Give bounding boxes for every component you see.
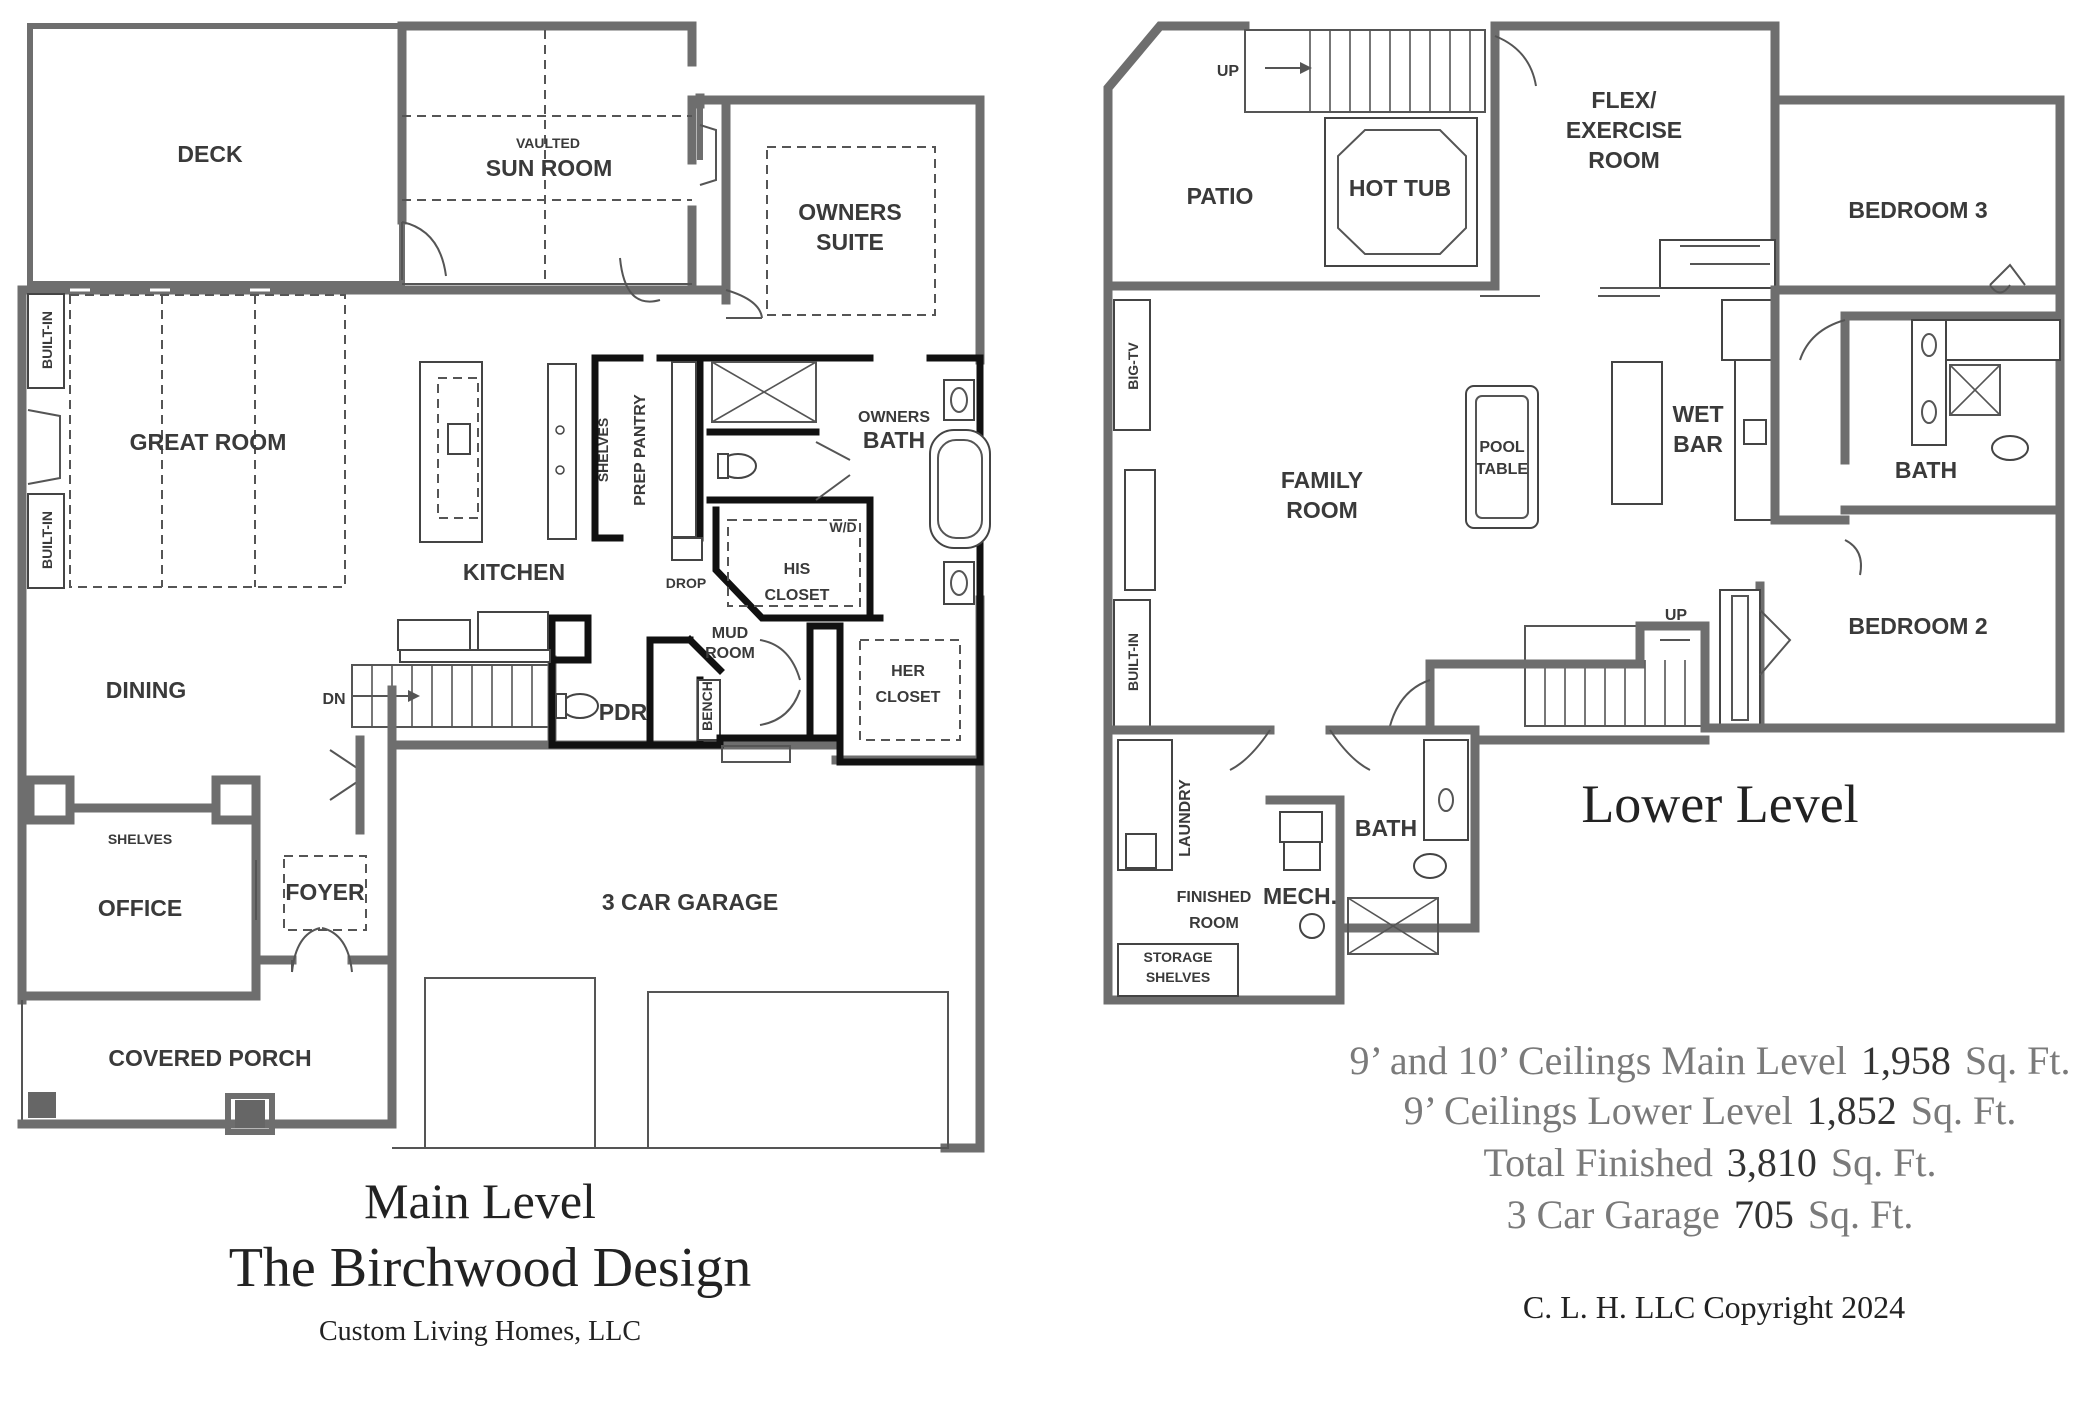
label-wet-line1: WET [1672, 401, 1723, 427]
label-mud-room-line2: ROOM [705, 645, 755, 662]
label-laundry: LAUNDRY [1177, 779, 1194, 857]
label-pool-line2: TABLE [1476, 461, 1528, 478]
stairs-up-lower [1524, 625, 1706, 727]
label-storage-line2: SHELVES [1146, 969, 1210, 985]
stat-total: Total Finished 3,810 Sq. Ft. [1483, 1140, 1936, 1185]
label-built-in-top: BUILT-IN [39, 311, 55, 369]
stat-main-level-unit: Sq. Ft. [1965, 1038, 2071, 1083]
stat-main-level: 9’ and 10’ Ceilings Main Level 1,958 Sq.… [1350, 1038, 2071, 1083]
label-flex-line3: ROOM [1588, 147, 1660, 173]
label-office: OFFICE [98, 895, 182, 921]
builder-name: Custom Living Homes, LLC [319, 1316, 641, 1347]
lower-level-title: Lower Level [1581, 774, 1858, 834]
stat-garage-unit: Sq. Ft. [1808, 1192, 1914, 1237]
label-kitchen: KITCHEN [463, 559, 565, 585]
label-patio: PATIO [1187, 183, 1254, 209]
stat-garage-value: 705 [1734, 1192, 1794, 1237]
label-up-top: UP [1217, 63, 1240, 80]
label-owners-suite-line2: SUITE [816, 229, 884, 255]
stat-lower-level-value: 1,852 [1807, 1088, 1897, 1133]
label-shelves-office: SHELVES [108, 831, 172, 847]
label-prep-pantry: PREP PANTRY [632, 394, 649, 506]
titles: Main Level The Birchwood Design Custom L… [229, 774, 1859, 1347]
label-bath-right: BATH [1895, 457, 1957, 483]
label-owners-bath-line2: BATH [863, 427, 925, 453]
lower-level-plan [1103, 21, 2065, 1005]
label-mech: MECH. [1263, 883, 1337, 909]
label-bedroom2: BEDROOM 2 [1848, 613, 1987, 639]
stat-garage-label: 3 Car Garage [1507, 1192, 1720, 1237]
label-his-closet-line1: HIS [784, 561, 811, 578]
square-footage-stats: 9’ and 10’ Ceilings Main Level 1,958 Sq.… [1350, 1038, 2071, 1325]
stairs-down [351, 664, 553, 728]
label-wet-line2: BAR [1673, 431, 1723, 457]
stat-main-level-value: 1,958 [1861, 1038, 1951, 1083]
label-built-in-bottom: BUILT-IN [39, 511, 55, 569]
label-wd: W/D [829, 519, 856, 535]
main-level-labels: DECK VAULTED SUN ROOM OWNERS SUITE GREAT… [39, 135, 941, 1071]
label-his-closet-line2: CLOSET [765, 587, 830, 604]
label-up-stair: UP [1665, 607, 1688, 624]
label-vaulted: VAULTED [516, 135, 580, 151]
label-family-line2: ROOM [1286, 497, 1358, 523]
label-her-closet-line2: CLOSET [876, 689, 941, 706]
label-bedroom3: BEDROOM 3 [1848, 197, 1987, 223]
label-owners-bath-line1: OWNERS [858, 409, 930, 426]
stat-total-label: Total Finished [1483, 1140, 1712, 1185]
lower-level-labels: UP PATIO HOT TUB FLEX/ EXERCISE ROOM BED… [1125, 63, 1988, 985]
label-foyer: FOYER [285, 879, 365, 905]
label-owners-suite-line1: OWNERS [798, 199, 902, 225]
stat-lower-level: 9’ Ceilings Lower Level 1,852 Sq. Ft. [1404, 1088, 2017, 1133]
label-dn: DN [322, 691, 345, 708]
label-big-tv: BIG-TV [1125, 342, 1141, 390]
label-her-closet-line1: HER [891, 663, 925, 680]
stat-total-unit: Sq. Ft. [1831, 1140, 1937, 1185]
label-shelves-pantry: SHELVES [595, 418, 611, 482]
stat-total-value: 3,810 [1727, 1140, 1817, 1185]
main-level-plan [17, 21, 991, 1153]
stat-lower-level-label: 9’ Ceilings Lower Level [1404, 1088, 1793, 1133]
label-garage: 3 CAR GARAGE [602, 889, 778, 915]
label-pdr: PDR [599, 699, 648, 725]
label-covered-porch: COVERED PORCH [108, 1045, 311, 1071]
label-flex-line2: EXERCISE [1566, 117, 1682, 143]
label-great-room: GREAT ROOM [130, 429, 287, 455]
label-flex-line1: FLEX/ [1591, 87, 1657, 113]
label-mud-room-line1: MUD [712, 625, 748, 642]
label-finished-line2: ROOM [1189, 915, 1239, 932]
stairs-up-top [1244, 29, 1486, 113]
stat-lower-level-unit: Sq. Ft. [1911, 1088, 2017, 1133]
label-drop: DROP [666, 575, 706, 591]
label-dining: DINING [106, 677, 187, 703]
label-family-line1: FAMILY [1281, 467, 1363, 493]
label-deck: DECK [177, 141, 243, 167]
label-sun-room: SUN ROOM [486, 155, 613, 181]
copyright: C. L. H. LLC Copyright 2024 [1523, 1289, 1905, 1325]
label-hot-tub: HOT TUB [1349, 175, 1451, 201]
stat-garage: 3 Car Garage 705 Sq. Ft. [1507, 1192, 1914, 1237]
stat-main-level-label: 9’ and 10’ Ceilings Main Level [1350, 1038, 1847, 1083]
label-bath-bottom: BATH [1355, 815, 1417, 841]
design-name: The Birchwood Design [229, 1237, 752, 1299]
label-storage-line1: STORAGE [1144, 949, 1213, 965]
label-built-in-lower: BUILT-IN [1125, 633, 1141, 691]
main-level-title: Main Level [364, 1173, 596, 1229]
sun-room-door [401, 221, 447, 280]
label-bench: BENCH [699, 681, 715, 731]
label-finished-line1: FINISHED [1177, 889, 1252, 906]
label-pool-line1: POOL [1479, 439, 1525, 456]
